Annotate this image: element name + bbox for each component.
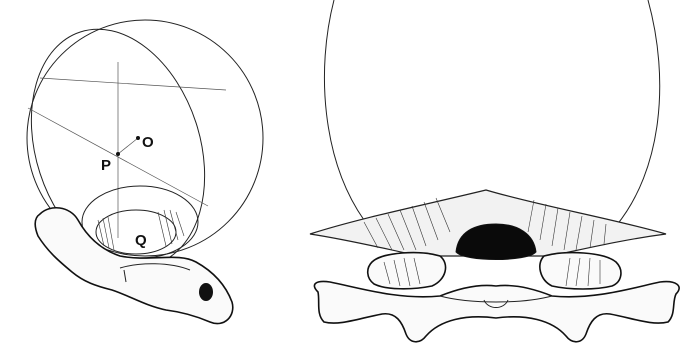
transverse-foramen bbox=[199, 283, 213, 301]
label-q: Q bbox=[135, 232, 147, 249]
point-o-marker bbox=[136, 136, 140, 140]
atlas-vertebra-posterior bbox=[314, 281, 679, 341]
tangent-line bbox=[40, 78, 226, 90]
atlas-vertebra-oblique bbox=[35, 208, 233, 324]
right-panel bbox=[310, 0, 679, 342]
po-connector-line bbox=[118, 138, 138, 154]
point-p-marker bbox=[116, 152, 120, 156]
label-p: P bbox=[101, 157, 111, 174]
condyle-right bbox=[540, 253, 621, 289]
left-panel: P O Q bbox=[2, 7, 263, 324]
label-o: O bbox=[142, 134, 154, 151]
